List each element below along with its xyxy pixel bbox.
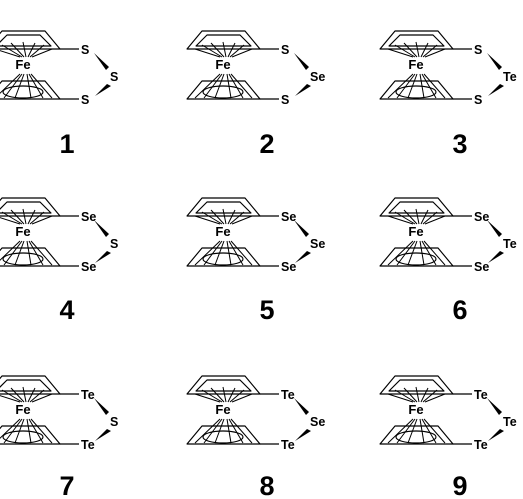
top-chalcogen-label: Te (474, 388, 488, 402)
top-chalcogen-label: Se (281, 210, 296, 224)
upper-wedge-bond (94, 398, 109, 415)
top-chalcogen-label: S (474, 43, 482, 57)
bottom-chalcogen-label: S (281, 93, 289, 107)
compound-number: 1 (59, 129, 74, 159)
upper-wedge-bond (487, 53, 502, 70)
compound-number: 2 (259, 129, 274, 159)
bridge-chalcogen-label: S (110, 237, 118, 251)
bottom-chalcogen-label: Te (81, 438, 95, 452)
upper-wedge-bond (94, 53, 109, 70)
upper-wedge-bond (294, 220, 309, 237)
upper-wedge-bond (487, 220, 502, 237)
bridge-chalcogen-label: Se (310, 415, 325, 429)
bottom-chalcogen-label: Se (281, 260, 296, 274)
lower-wedge-bond (95, 429, 111, 441)
top-chalcogen-label: S (81, 43, 89, 57)
upper-wedge-bond (94, 220, 109, 237)
bridge-chalcogen-label: Se (310, 237, 325, 251)
iron-atom-label: Fe (215, 402, 230, 417)
top-chalcogen-label: Se (81, 210, 96, 224)
top-chalcogen-label: Se (474, 210, 489, 224)
bottom-chalcogen-label: Te (474, 438, 488, 452)
lower-wedge-bond (295, 429, 311, 441)
lower-wedge-bond (488, 84, 504, 96)
bridge-chalcogen-label: S (110, 70, 118, 84)
bridge-chalcogen-label: Te (503, 237, 517, 251)
upper-wedge-bond (487, 398, 502, 415)
compound-number: 4 (59, 295, 74, 325)
iron-atom-label: Fe (15, 224, 30, 239)
upper-wedge-bond (294, 398, 309, 415)
compound-number: 3 (452, 129, 467, 159)
bridge-chalcogen-label: Te (503, 415, 517, 429)
compound-number: 8 (259, 471, 274, 499)
upper-wedge-bond (294, 53, 309, 70)
lower-wedge-bond (95, 84, 111, 96)
lower-wedge-bond (488, 251, 504, 263)
top-chalcogen-label: S (281, 43, 289, 57)
iron-atom-label: Fe (15, 57, 30, 72)
compound-number: 5 (259, 295, 274, 325)
lower-wedge-bond (295, 251, 311, 263)
bridge-chalcogen-label: S (110, 415, 118, 429)
bottom-chalcogen-label: S (81, 93, 89, 107)
iron-atom-label: Fe (408, 402, 423, 417)
lower-wedge-bond (95, 251, 111, 263)
lower-wedge-bond (488, 429, 504, 441)
iron-atom-label: Fe (408, 224, 423, 239)
bottom-chalcogen-label: Se (81, 260, 96, 274)
compound-number: 9 (452, 471, 467, 499)
top-chalcogen-label: Te (81, 388, 95, 402)
compound-number: 7 (59, 471, 74, 499)
top-chalcogen-label: Te (281, 388, 295, 402)
bottom-chalcogen-label: S (474, 93, 482, 107)
bridge-chalcogen-label: Se (310, 70, 325, 84)
bridge-chalcogen-label: Te (503, 70, 517, 84)
bottom-chalcogen-label: Te (281, 438, 295, 452)
iron-atom-label: Fe (408, 57, 423, 72)
iron-atom-label: Fe (215, 57, 230, 72)
compound-number: 6 (452, 295, 467, 325)
lower-wedge-bond (295, 84, 311, 96)
bottom-chalcogen-label: Se (474, 260, 489, 274)
iron-atom-label: Fe (15, 402, 30, 417)
iron-atom-label: Fe (215, 224, 230, 239)
